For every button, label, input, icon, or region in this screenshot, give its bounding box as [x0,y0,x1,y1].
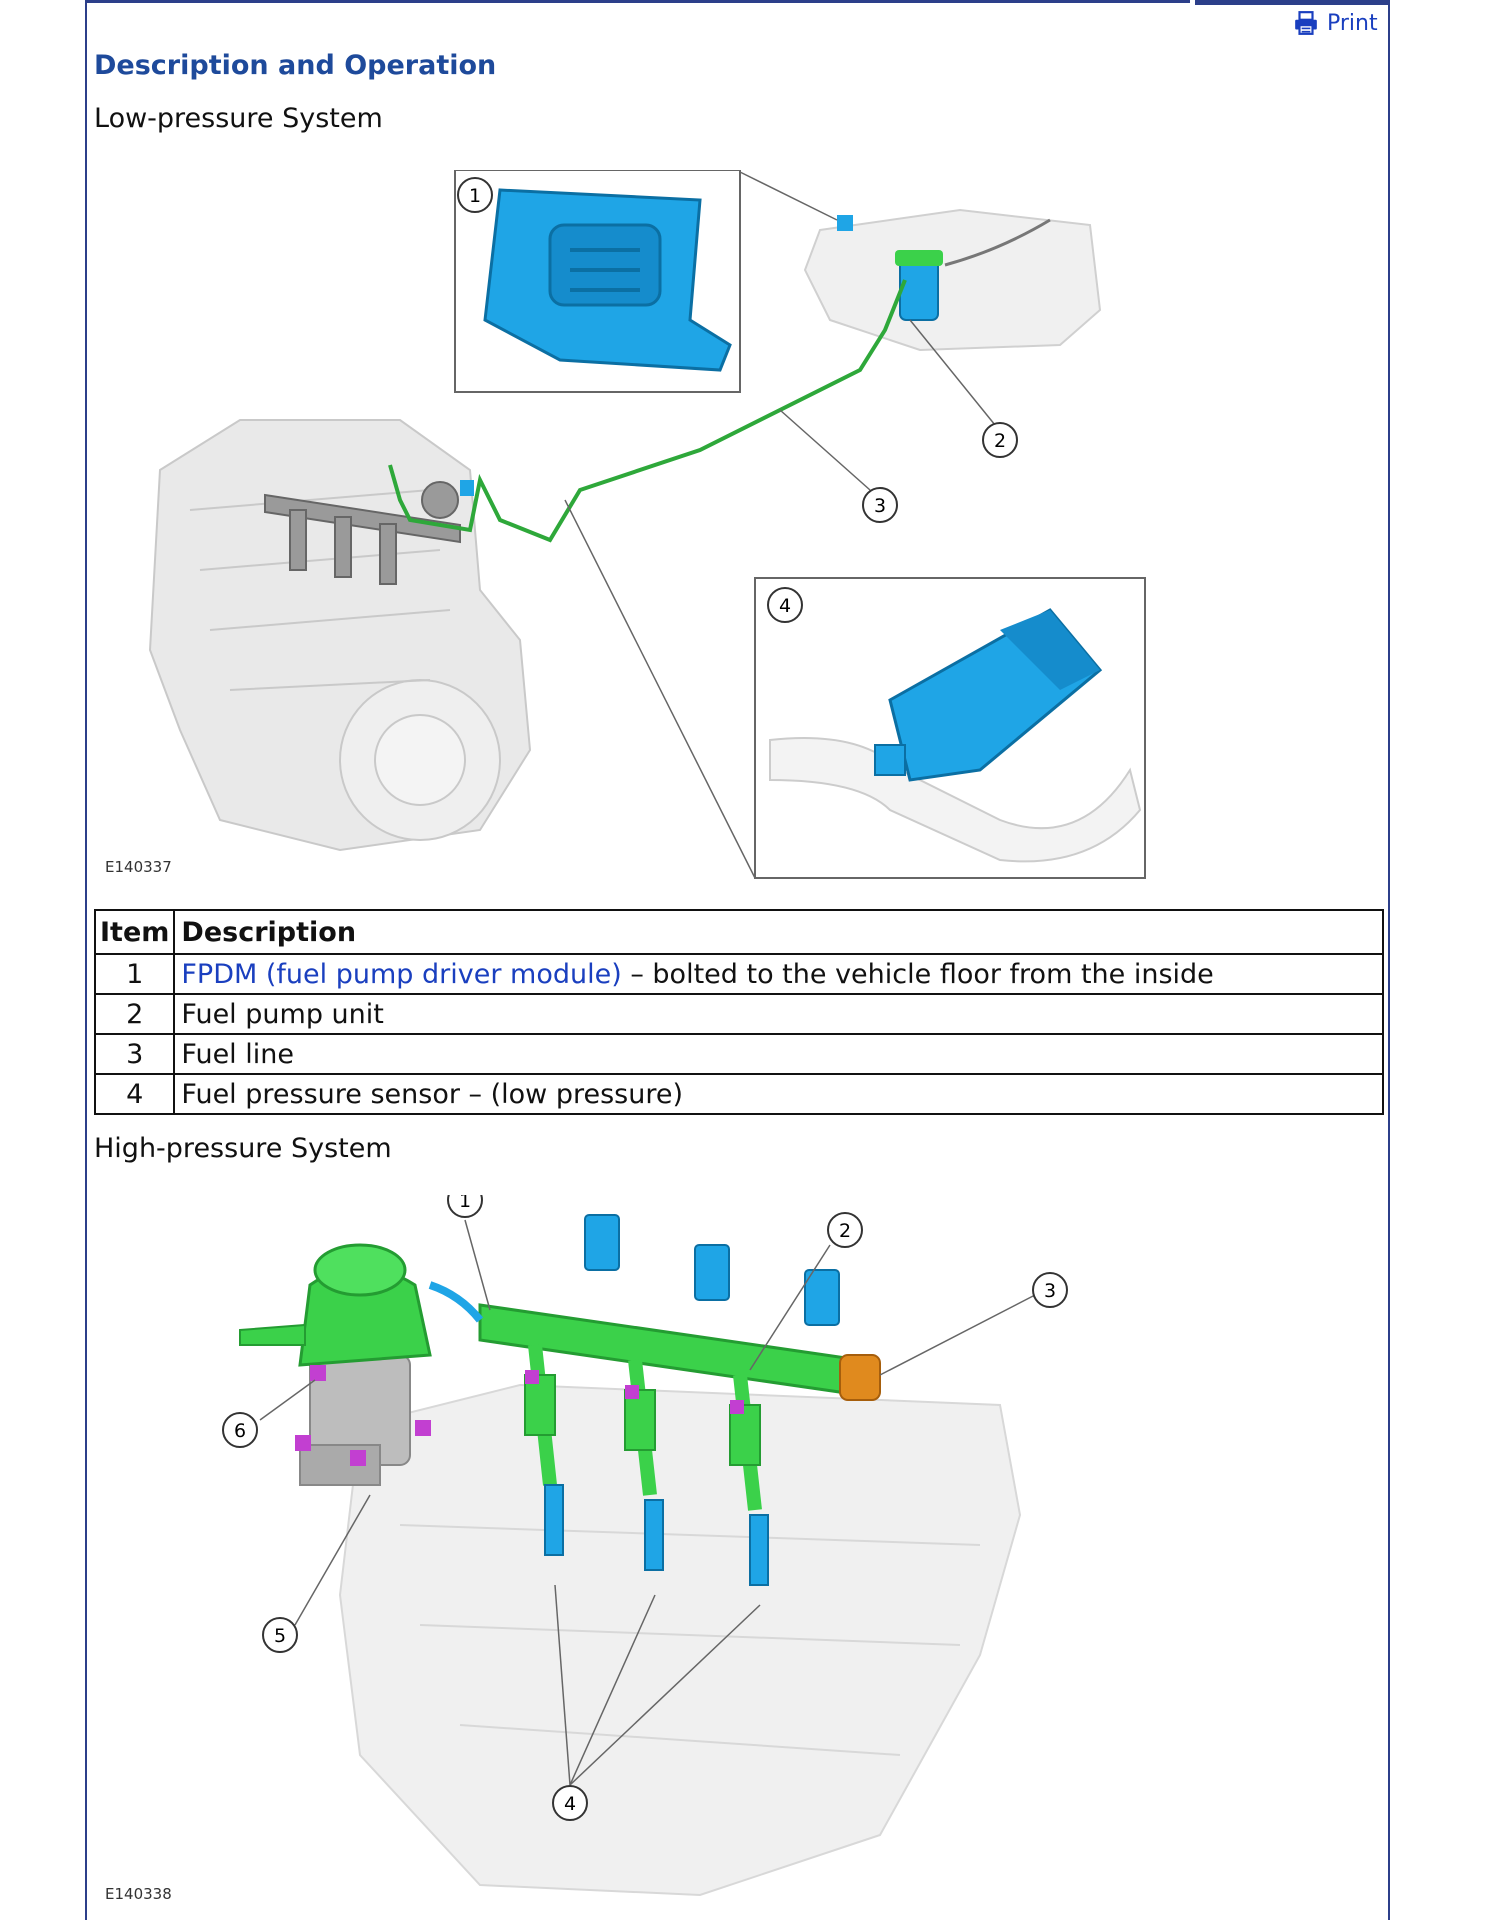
print-button[interactable]: Print [1293,10,1378,36]
item-description: Fuel pump unit [173,993,1384,1035]
page-title: Description and Operation [94,50,497,81]
table-row: 4 Fuel pressure sensor – (low pressure) [93,1073,1384,1115]
svg-text:6: 6 [234,1420,246,1442]
item-number: 2 [93,993,176,1035]
fuel-tank-illustration [803,208,1102,352]
item-description-table: Item Description 1 FPDM (fuel pump drive… [93,909,1384,1115]
injector-illustration [524,1344,769,1586]
print-label: Print [1327,10,1378,36]
figure2-id: E140338 [105,1885,172,1903]
injector-connector-illustration [584,1214,840,1326]
figure1-id: E140337 [105,858,172,876]
svg-text:1: 1 [469,185,481,207]
engine-illustration [338,1383,1022,1897]
callout-3: 3 [862,487,898,523]
fpdm-link[interactable]: FPDM (fuel pump driver module) [181,958,622,990]
sensor-location-marker [460,480,474,496]
high-pressure-figure: 1 2 3 4 5 6 [222,1195,1068,1897]
top-border-tab [1195,0,1390,5]
header-item: Item [93,909,176,955]
fuel-rail-illustration [264,481,461,585]
callout-6: 6 [222,1412,258,1448]
item-description: Fuel pressure sensor – (low pressure) [173,1073,1384,1115]
table-row: 1 FPDM (fuel pump driver module) – bolte… [93,953,1384,995]
svg-text:1: 1 [459,1195,471,1212]
leader-lines [564,171,996,879]
callout-4: 4 [552,1785,588,1821]
callout-1: 1 [447,1195,483,1218]
low-pressure-figure: 1 2 3 4 [148,170,1146,879]
callout-4: 4 [767,587,803,623]
header-description: Description [173,909,1384,955]
fuel-rail-illustration [428,1281,881,1401]
pressure-sensor-illustration [769,608,1142,863]
fpdm-illustration [483,188,732,372]
callout-1: 1 [457,177,493,213]
svg-text:2: 2 [994,430,1006,452]
top-border [85,0,1190,3]
table-row: 3 Fuel line [93,1033,1384,1075]
item-number: 4 [93,1073,176,1115]
low-pressure-heading: Low-pressure System [94,103,383,134]
item-number: 3 [93,1033,176,1075]
leader-lines [259,1219,1036,1786]
fuel-line-illustration [388,279,907,543]
svg-text:3: 3 [874,495,886,517]
callout-2: 2 [827,1212,863,1248]
item-description: FPDM (fuel pump driver module) – bolted … [173,953,1384,995]
callout-3: 3 [1032,1272,1068,1308]
callout-5: 5 [262,1617,298,1653]
table-header-row: Item Description [93,909,1384,955]
item-description-text: – bolted to the vehicle floor from the i… [621,958,1214,990]
svg-text:2: 2 [839,1220,851,1242]
item-number: 1 [93,953,176,995]
callout-2: 2 [982,422,1018,458]
svg-text:3: 3 [1044,1280,1056,1302]
page-frame [85,0,1390,1920]
printer-icon [1295,11,1317,35]
high-pressure-heading: High-pressure System [94,1133,392,1164]
svg-text:4: 4 [564,1793,576,1815]
item-description: Fuel line [173,1033,1384,1075]
svg-text:5: 5 [274,1625,286,1647]
table-row: 2 Fuel pump unit [93,993,1384,1035]
high-pressure-pump-illustration [239,1243,432,1486]
svg-text:4: 4 [779,595,791,617]
